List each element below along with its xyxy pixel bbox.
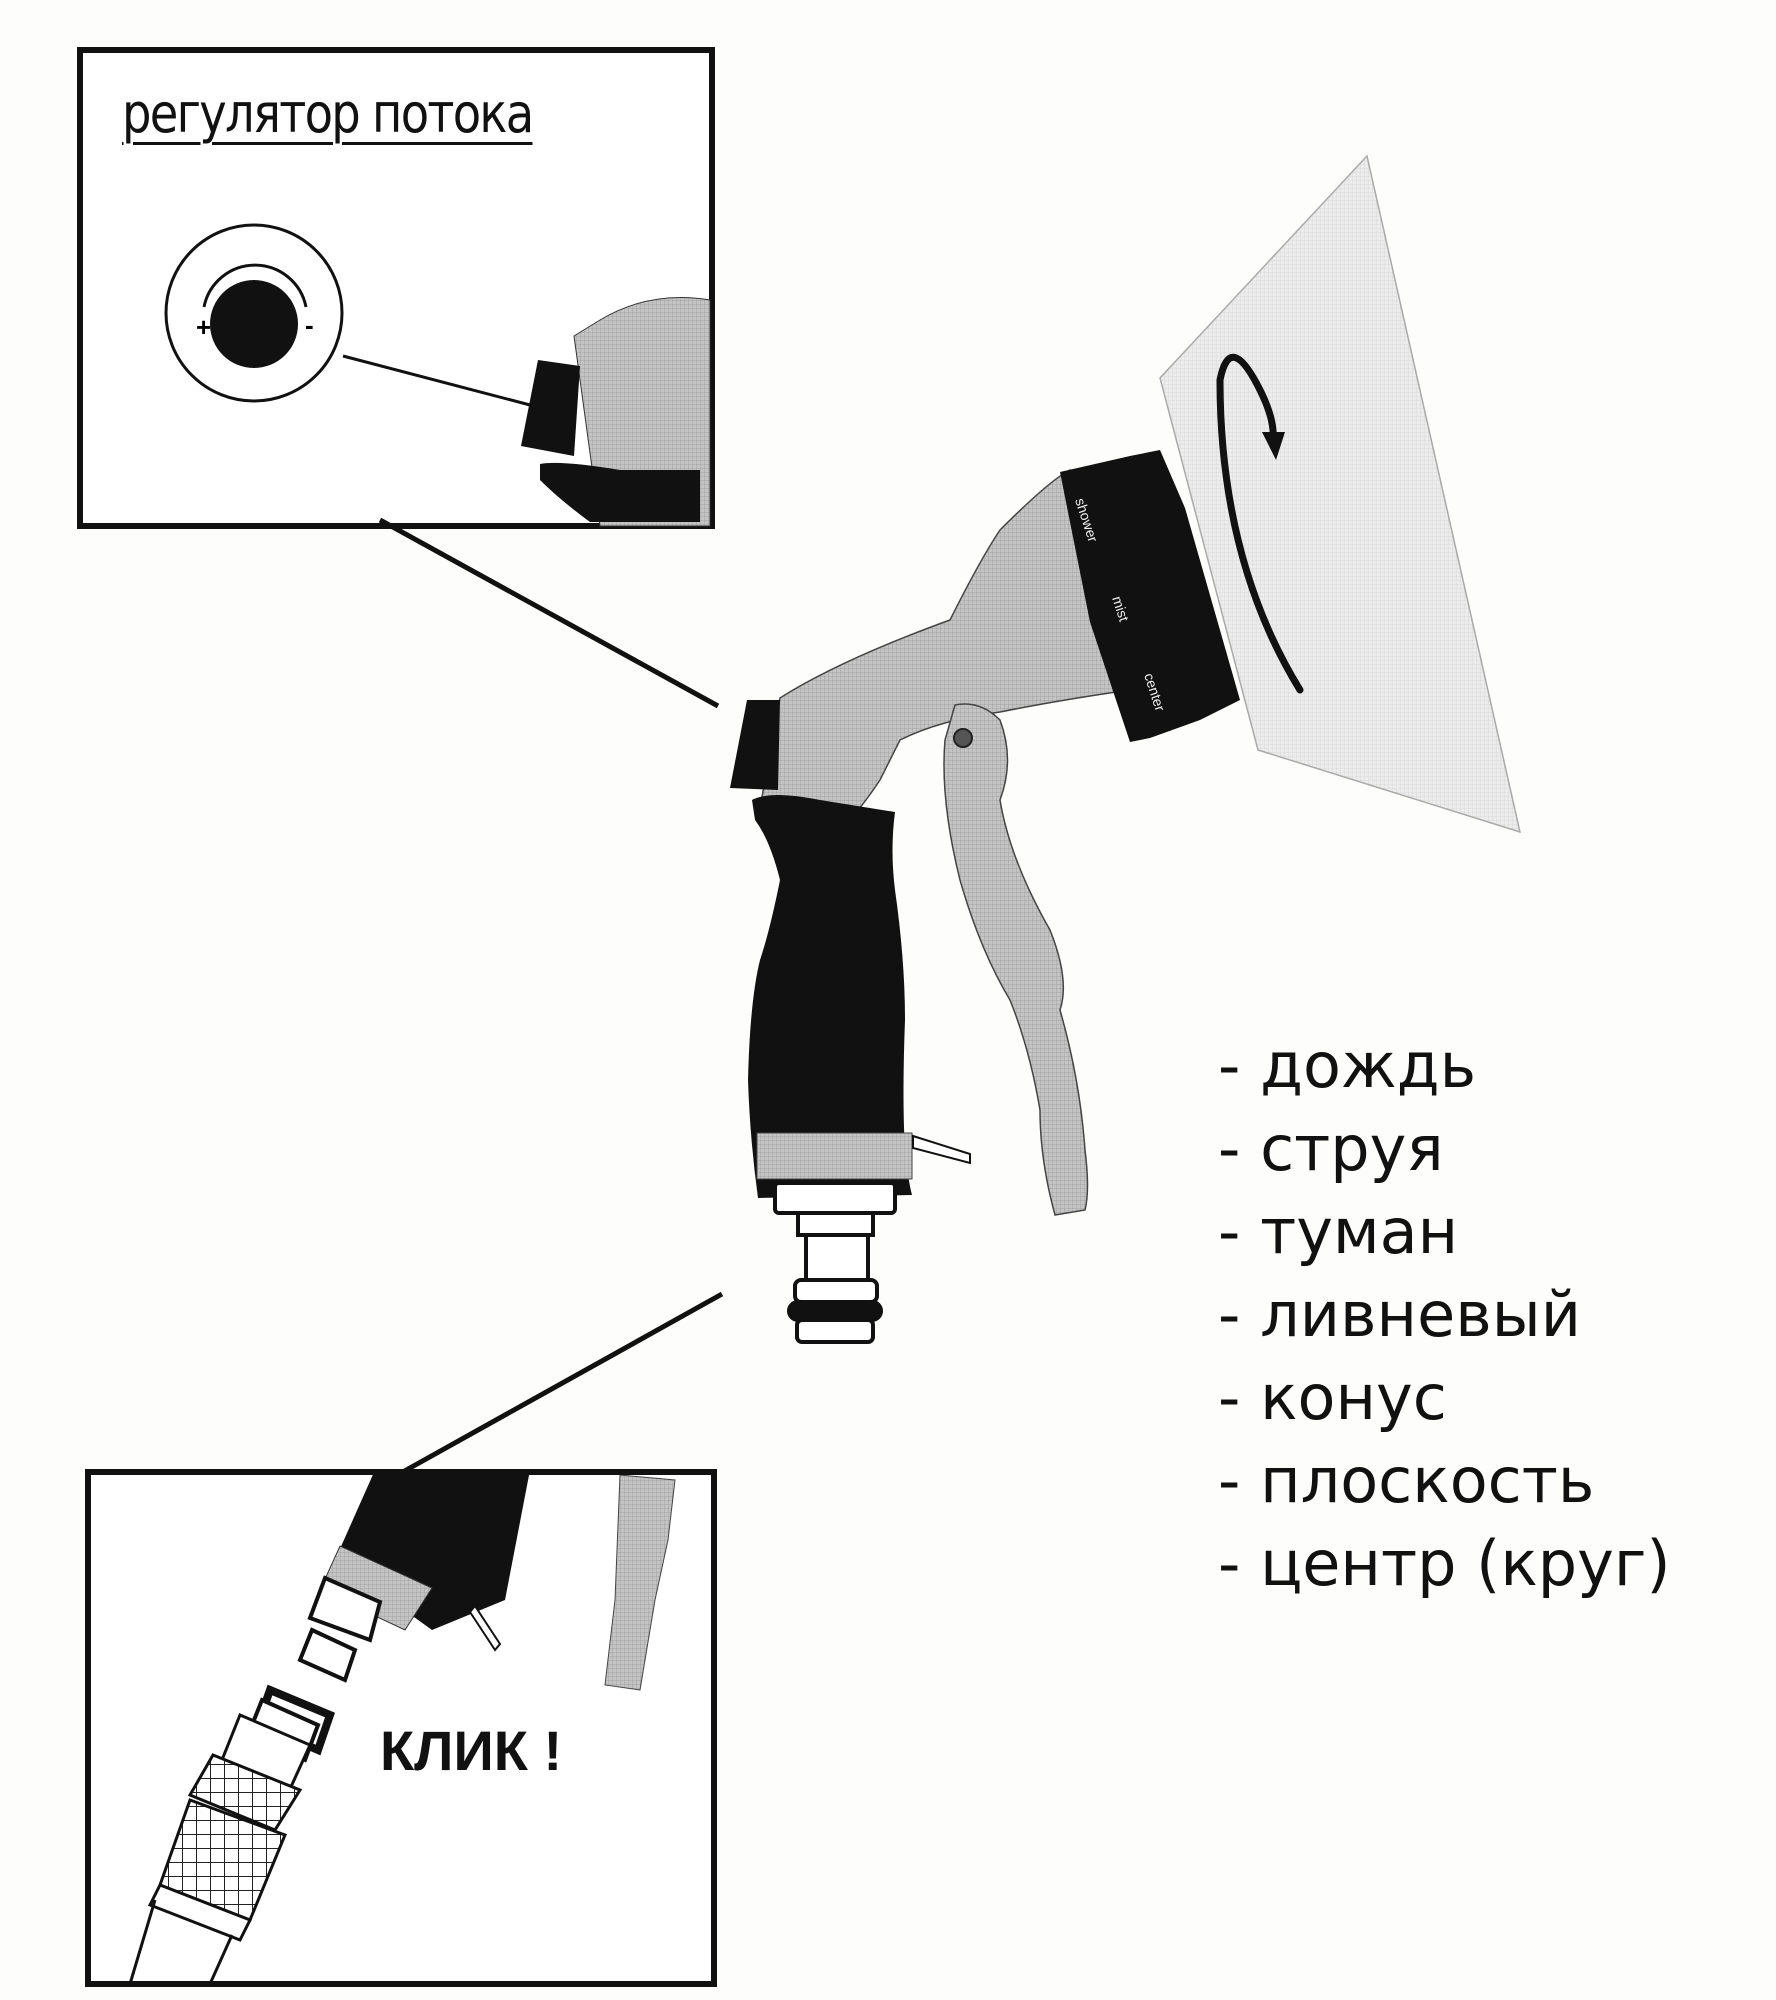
flow-regulator-title: регулятор потока: [122, 82, 534, 145]
plus-sign: +: [196, 312, 211, 342]
flow-regulator-knob: [521, 360, 580, 456]
spray-modes-list: - дождь - струя - туман - ливневый - кон…: [1218, 1024, 1671, 1605]
spray-mode-cone: - конус: [1218, 1361, 1447, 1434]
nozzle-head-ring: [1060, 450, 1240, 742]
spray-cone: [1159, 154, 1522, 834]
spray-mode-mist: - туман: [1218, 1195, 1459, 1268]
spray-mode-shower: - ливневый: [1218, 1278, 1582, 1351]
spray-mode-rain: - дождь: [1218, 1029, 1477, 1102]
flow-regulator-inset: + -: [77, 47, 715, 529]
connector-inset: [85, 1469, 717, 1987]
spray-mode-center: - центр (круг): [1218, 1527, 1671, 1600]
click-label: КЛИК !: [380, 1719, 563, 1782]
svg-text:mist: mist: [1109, 594, 1132, 623]
handle-grip: [748, 795, 912, 1198]
hose-connector-fitting: [773, 1181, 897, 1344]
minus-sign: -: [305, 310, 314, 340]
spray-gun: shower mist center: [730, 450, 1240, 1344]
spray-mode-flat: - плоскость: [1218, 1444, 1595, 1517]
rotate-arrow-icon: [1216, 354, 1304, 694]
flow-dial-icon: + -: [164, 223, 344, 403]
spray-mode-jet: - струя: [1218, 1112, 1444, 1185]
trigger-lever[interactable]: [943, 703, 1089, 1216]
